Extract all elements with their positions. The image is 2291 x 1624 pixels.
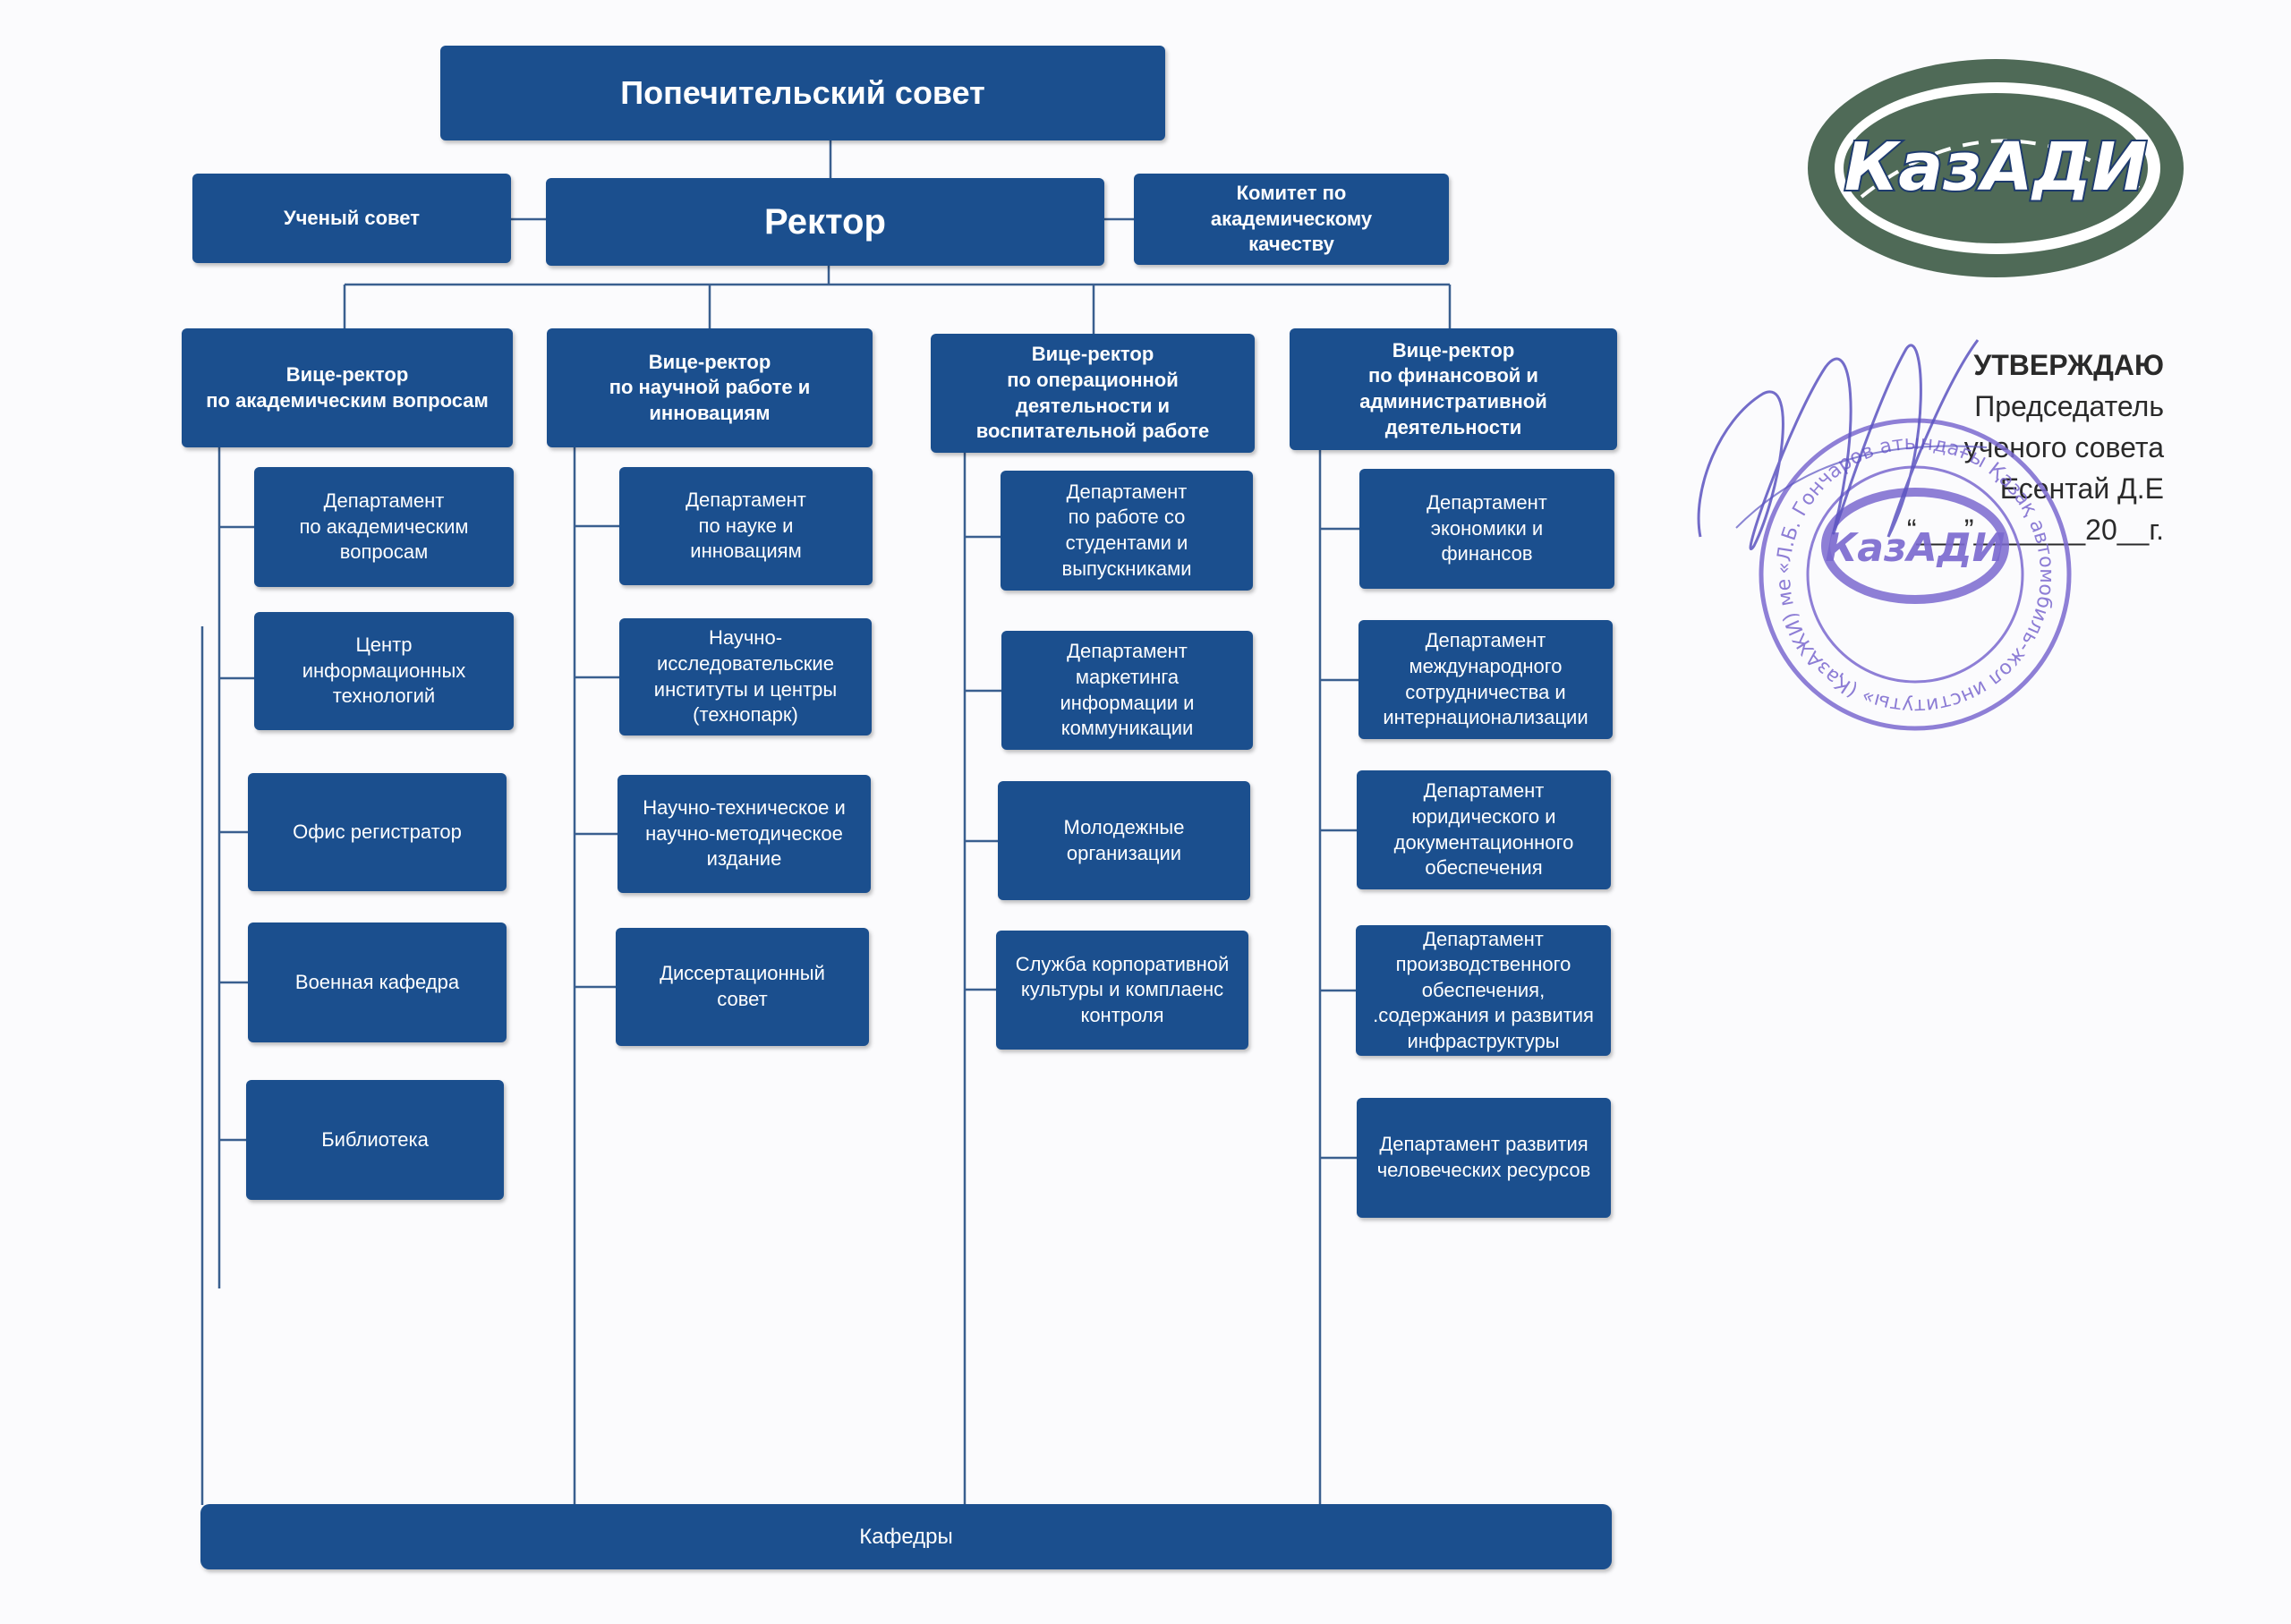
department-box: Служба корпоративной культуры и комплаен… bbox=[996, 931, 1248, 1050]
rector-label: Ректор bbox=[764, 202, 886, 242]
rector-box: Ректор bbox=[546, 178, 1104, 266]
vice-rector-operations-label: Вице-ректор по операционной деятельности… bbox=[975, 343, 1210, 443]
department-box: Департамент по работе со студентами и вы… bbox=[1001, 471, 1253, 591]
signature bbox=[1697, 339, 1988, 550]
vice-rector-finance-box: Вице-ректор по финансовой и администрати… bbox=[1290, 328, 1617, 450]
approval-date: “___”_______20__г. bbox=[1906, 514, 2164, 546]
department-label: Центр информационных технологий bbox=[302, 633, 466, 708]
vice-rector-science-box: Вице-ректор по научной работе и инноваци… bbox=[547, 328, 873, 447]
department-box: Департамент по академическим вопросам bbox=[254, 467, 514, 587]
department-label: Офис регистратор bbox=[293, 820, 462, 843]
department-box: Научно-техническое и научно-методическое… bbox=[617, 775, 871, 893]
vice-rector-academic-label: Вице-ректор по академическим вопросам bbox=[206, 362, 489, 412]
departments-kafedry-bar: Кафедры bbox=[200, 1504, 1612, 1569]
academic-council-label: Ученый совет bbox=[283, 206, 421, 229]
department-box: Диссертационный совет bbox=[616, 928, 869, 1046]
academic-council-box: Ученый совет bbox=[192, 174, 511, 263]
department-label: Департамент по науке и инновациям bbox=[686, 489, 806, 563]
approval-name: Есентай Д.Е bbox=[1999, 472, 2164, 505]
vice-rector-academic-box: Вице-ректор по академическим вопросам bbox=[182, 328, 513, 447]
department-box: Департамент производственного обеспечени… bbox=[1356, 925, 1611, 1056]
kafedry-label: Кафедры bbox=[859, 1524, 953, 1549]
quality-committee-label: Комитет по академическому качеству bbox=[1210, 182, 1373, 256]
approval-position: Председатель bbox=[1974, 390, 2164, 422]
stamp-center-text: КазАДИ bbox=[1825, 525, 2005, 571]
board-of-trustees-label: Попечительский совет bbox=[620, 73, 985, 111]
department-box: Департамент по науке и инновациям bbox=[619, 467, 873, 585]
department-label: Научно-техническое и научно-методическое… bbox=[643, 796, 846, 871]
department-label: Военная кафедра bbox=[294, 970, 460, 993]
department-box: Библиотека bbox=[246, 1080, 504, 1200]
department-label: Диссертационный совет bbox=[660, 962, 825, 1010]
department-label: Департамент по академическим вопросам bbox=[299, 489, 469, 564]
department-label: Департамент маркетинга информации и комм… bbox=[1060, 640, 1195, 740]
department-label: Департамент международного сотрудничеств… bbox=[1383, 629, 1588, 729]
department-box: Офис регистратор bbox=[248, 773, 507, 891]
department-label: Департамент производственного обеспечени… bbox=[1373, 927, 1594, 1052]
department-label: Молодежные организации bbox=[1063, 815, 1185, 864]
department-box: Департамент юридического и документацион… bbox=[1357, 770, 1611, 889]
department-label: Департамент экономики и финансов bbox=[1427, 491, 1547, 565]
board-of-trustees-box: Попечительский совет bbox=[440, 46, 1165, 140]
department-label: Департамент юридического и документацион… bbox=[1393, 779, 1574, 880]
kazadi-logo: КазАДИ bbox=[1808, 59, 2184, 277]
department-box: Департамент международного сотрудничеств… bbox=[1358, 620, 1613, 739]
approval-title: УТВЕРЖДАЮ bbox=[1973, 349, 2164, 381]
vice-rector-science-label: Вице-ректор по научной работе и инноваци… bbox=[609, 350, 811, 424]
department-label: Департамент по работе со студентами и вы… bbox=[1061, 480, 1192, 580]
department-label: Библиотека bbox=[321, 1127, 429, 1151]
department-box: Департамент маркетинга информации и комм… bbox=[1001, 631, 1253, 750]
department-box: Центр информационных технологий bbox=[254, 612, 514, 730]
department-box: Департамент развития человеческих ресурс… bbox=[1357, 1098, 1611, 1218]
department-box: Научно- исследовательские институты и це… bbox=[619, 618, 872, 735]
department-label: Департамент развития человеческих ресурс… bbox=[1376, 1133, 1591, 1181]
vice-rector-finance-label: Вице-ректор по финансовой и администрати… bbox=[1359, 338, 1547, 438]
vice-rector-operations-box: Вице-ректор по операционной деятельности… bbox=[931, 334, 1255, 453]
logo-text: КазАДИ bbox=[1844, 129, 2148, 206]
department-box: Военная кафедра bbox=[248, 923, 507, 1042]
quality-committee-box: Комитет по академическому качеству bbox=[1134, 174, 1449, 265]
department-box: Молодежные организации bbox=[998, 781, 1250, 900]
department-box: Департамент экономики и финансов bbox=[1359, 469, 1614, 589]
department-label: Служба корпоративной культуры и комплаен… bbox=[1015, 952, 1230, 1026]
department-label: Научно- исследовательские институты и це… bbox=[653, 626, 838, 727]
